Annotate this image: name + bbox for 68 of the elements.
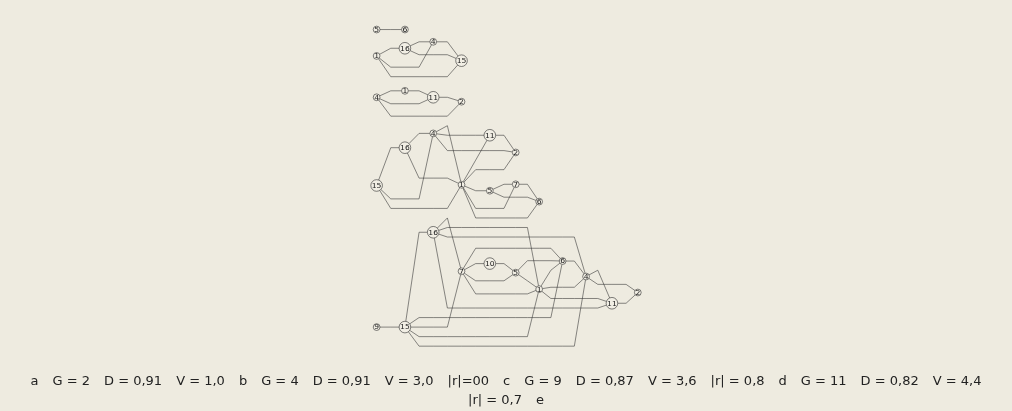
connector	[409, 291, 539, 337]
figure-label: |r|=00	[447, 373, 490, 388]
connector	[464, 185, 487, 191]
connector	[378, 99, 460, 116]
figure-label: |r| = 0,8	[710, 373, 765, 388]
figure-label: D = 0,82	[860, 373, 919, 388]
connector	[409, 49, 457, 59]
figure-label: D = 0,91	[312, 373, 371, 388]
connector	[407, 152, 459, 184]
figure-label: D = 0,87	[575, 373, 634, 388]
figure-label: b	[238, 373, 248, 388]
connector	[409, 263, 563, 324]
figure-label: G = 4	[261, 373, 299, 388]
connector	[435, 135, 513, 152]
connector	[379, 97, 429, 104]
connector	[379, 90, 402, 96]
connector	[408, 132, 431, 144]
connector	[379, 28, 402, 30]
connector	[617, 294, 636, 304]
connector	[464, 262, 485, 270]
figure-label: |r| = 0,7	[468, 392, 522, 407]
connector	[405, 231, 428, 322]
connector	[540, 262, 561, 287]
figure-label: V = 3,0	[384, 373, 434, 388]
connector	[437, 217, 461, 268]
connector	[409, 41, 431, 46]
connector	[495, 262, 514, 271]
connector	[495, 134, 515, 150]
figure-label: G = 9	[524, 373, 562, 388]
connector	[435, 124, 461, 182]
connector	[408, 90, 429, 95]
connector	[380, 135, 433, 199]
figure-label: V = 4,4	[932, 373, 982, 388]
connector	[379, 326, 400, 327]
connector	[410, 273, 461, 327]
connector	[436, 133, 485, 136]
figure-label: G = 2	[52, 373, 91, 388]
connector	[463, 154, 515, 183]
connector	[378, 146, 400, 180]
connector	[379, 47, 400, 55]
figure-label: e	[535, 392, 544, 407]
connector	[379, 186, 461, 209]
connector	[518, 273, 537, 287]
connector	[436, 41, 459, 56]
connector	[588, 269, 610, 298]
figure-label: D = 0,91	[104, 373, 163, 388]
connector	[542, 278, 584, 289]
connector	[517, 259, 560, 271]
connector	[518, 183, 538, 199]
connector	[462, 139, 488, 182]
figure-label: d	[778, 373, 787, 388]
connector	[408, 279, 586, 346]
connector	[463, 273, 537, 294]
figure-label: V = 1,0	[176, 373, 225, 388]
connector	[434, 237, 607, 308]
figure-label: G = 11	[800, 373, 847, 388]
connector	[438, 226, 539, 286]
connector	[541, 290, 607, 302]
figure-label: c	[503, 373, 511, 388]
figure-label: a	[30, 373, 39, 388]
connector	[464, 272, 514, 281]
connector	[492, 183, 513, 190]
connector	[492, 191, 537, 201]
connector	[588, 277, 636, 291]
connector	[565, 260, 585, 274]
figure-label: V = 3,6	[647, 373, 697, 388]
connector	[378, 57, 458, 77]
connector	[438, 96, 459, 101]
